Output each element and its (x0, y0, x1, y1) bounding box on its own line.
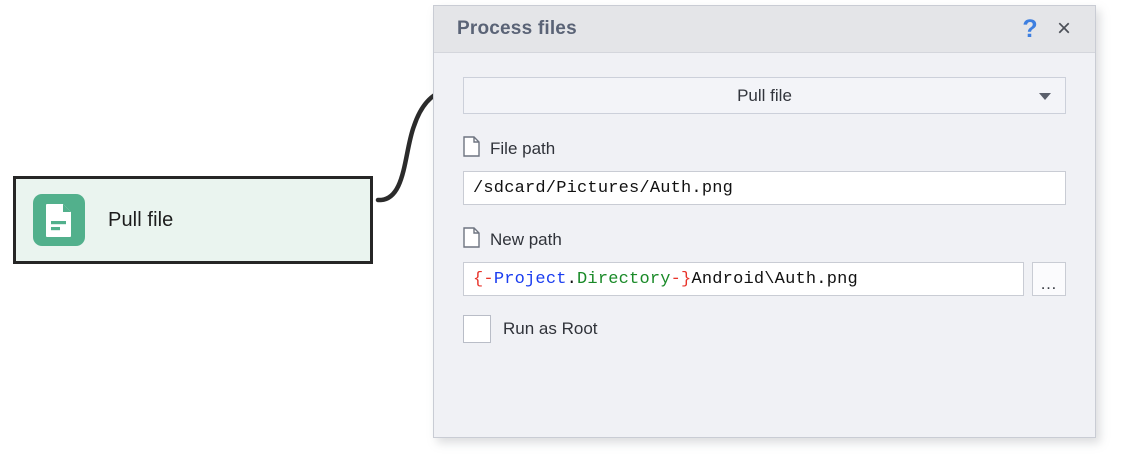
file-path-value: /sdcard/Pictures/Auth.png (473, 178, 734, 198)
new-path-token: . (566, 269, 578, 289)
new-path-token: -} (670, 269, 692, 289)
action-select-value: Pull file (737, 85, 792, 105)
file-path-label: File path (490, 139, 556, 158)
run-as-root-checkbox[interactable] (463, 315, 491, 343)
dialog-title: Process files (457, 18, 577, 39)
run-as-root-row[interactable]: Run as Root (463, 315, 1066, 343)
close-icon[interactable]: × (1056, 15, 1071, 42)
file-icon (463, 136, 480, 162)
file-icon (463, 227, 480, 253)
new-path-row: {-Project.Directory-}Android\Auth.png … (463, 262, 1066, 296)
new-path-token: Directory (577, 269, 671, 289)
new-path-token: Android\Auth.png (691, 269, 858, 289)
new-path-token: {- (473, 269, 494, 289)
action-select[interactable]: Pull file (463, 77, 1066, 114)
new-path-value: {-Project.Directory-}Android\Auth.png (473, 270, 858, 289)
flow-node-pull-file[interactable]: Pull file (13, 176, 373, 264)
new-path-input[interactable]: {-Project.Directory-}Android\Auth.png (463, 262, 1024, 296)
new-path-label-row: New path (463, 227, 1066, 253)
flow-node-label: Pull file (108, 208, 174, 231)
dialog-titlebar: Process files ? × (434, 6, 1095, 53)
browse-button[interactable]: … (1032, 262, 1066, 296)
file-path-input[interactable]: /sdcard/Pictures/Auth.png (463, 171, 1066, 205)
chevron-down-icon (1039, 92, 1051, 100)
new-path-token: Project (493, 269, 567, 289)
process-files-dialog: Process files ? × Pull file File path /s… (433, 5, 1096, 438)
help-icon[interactable]: ? (1022, 14, 1038, 43)
file-path-label-row: File path (463, 136, 1066, 162)
document-icon (33, 194, 85, 246)
new-path-label: New path (490, 230, 562, 249)
dialog-body: Pull file File path /sdcard/Pictures/Aut… (434, 53, 1095, 343)
run-as-root-label: Run as Root (503, 319, 598, 338)
